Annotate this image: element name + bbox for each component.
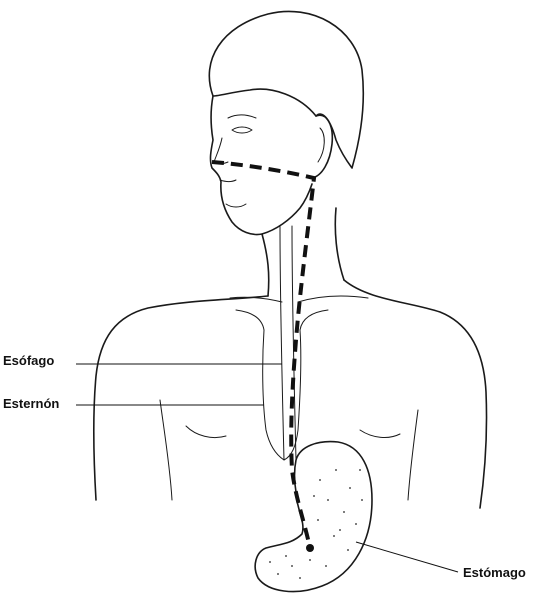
armpit-left bbox=[160, 400, 172, 500]
chest-line bbox=[186, 426, 226, 438]
armpit-right bbox=[408, 410, 418, 500]
eye bbox=[232, 127, 252, 133]
label-esofago: Esófago bbox=[3, 354, 54, 367]
neck-back bbox=[335, 208, 344, 280]
label-estomago: Estómago bbox=[463, 566, 526, 579]
stomach-stipple bbox=[269, 469, 363, 579]
hair-outline bbox=[209, 11, 363, 168]
mouth bbox=[220, 180, 236, 182]
clavicle-right bbox=[298, 296, 368, 302]
brow bbox=[228, 115, 256, 118]
stomach-outline bbox=[255, 442, 372, 592]
chest-line-right bbox=[360, 430, 400, 437]
nose bbox=[214, 138, 228, 164]
torso-left bbox=[94, 296, 268, 500]
torso-right bbox=[344, 280, 487, 508]
head-outline bbox=[210, 96, 312, 235]
esophagus-left-wall bbox=[280, 226, 284, 460]
chin bbox=[226, 204, 246, 207]
leader-estomago bbox=[356, 542, 458, 572]
ear-inner bbox=[318, 128, 324, 162]
neck-front bbox=[262, 234, 269, 296]
ear-outline bbox=[312, 115, 332, 178]
label-esternon: Esternón bbox=[3, 397, 59, 410]
